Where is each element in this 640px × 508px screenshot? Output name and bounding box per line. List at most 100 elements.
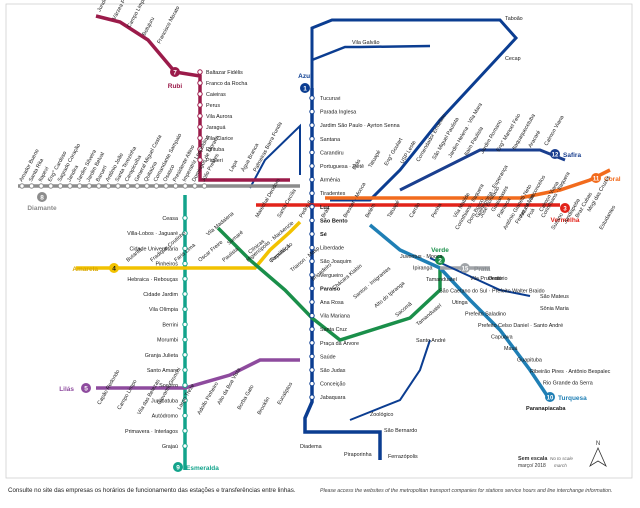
station-dot-barueri [96,183,102,189]
station-dot-carapicuiba [124,183,131,189]
station-label-sonia-maria: Sônia Maria [540,306,569,312]
svg-text:3: 3 [563,207,567,213]
station-dot-julio-prestes [201,183,208,189]
station-dot-baltazar-fidelis [197,69,203,75]
station-label-piraporinha: Piraporinha [344,452,372,458]
station-dot-tiradentes [309,190,315,196]
line-12-safira-track [310,18,519,202]
station-label-parada-inglesa: Parada Inglesa [320,110,356,116]
station-dot-sao-judas [309,367,315,373]
station-label-ferrazopolis: Ferrazópolis [388,454,418,460]
station-label-poa: Poá [527,208,537,219]
svg-text:11: 11 [593,177,600,183]
station-label-jaragua: Jaraguá [206,125,225,131]
svg-text:2: 2 [438,258,442,265]
station-dot-luz [309,204,315,210]
station-dot-grajau [182,443,188,449]
station-dot-domingos-de-moraes [192,183,198,189]
scale-legend: Sem escala No to scale março/ 2018 march [518,456,573,469]
station-dot-vila-clarice [197,135,203,141]
north-arrow: N [589,441,607,468]
svg-text:12: 12 [552,153,559,159]
corridor-north-west [249,123,301,189]
station-dot-primavera-interlagos [182,428,188,434]
station-dot-cidade-universitaria [182,245,188,252]
station-dot-sagrado-coracao [57,183,64,189]
station-label-rio-grande-da-serra: Rio Grande da Serra [543,381,593,387]
station-label-diadema: Diadema [300,444,322,450]
svg-text:março/ 2018: março/ 2018 [518,463,546,469]
station-dot-vila-mariana [309,312,315,319]
station-dot-antonio-joao [105,183,112,189]
svg-text:Azul: Azul [298,73,312,80]
station-label-perus: Perus [206,103,220,109]
station-dot-jardim-belval [86,183,92,189]
svg-text:10: 10 [547,396,554,402]
station-label-jabaquara: Jabaquara [320,395,345,401]
station-label-cidade-universitaria: Cidade Universitária [129,246,178,252]
station-label-pirituba: Pirituba [206,147,224,153]
station-dot-vergueiro [309,272,315,278]
station-label-oratorio: Oratório [488,276,507,282]
station-dot-general-miguel-costa [134,183,140,189]
station-dot-imperatriz-leopoldina [182,183,188,189]
station-dot-jardim-silveira [76,183,83,189]
svg-text:Coral: Coral [604,176,621,183]
svg-text:5: 5 [84,386,88,393]
station-label-bras: Brás [352,158,363,171]
svg-text:Diamante: Diamante [27,205,57,212]
station-label-franco-da-rocha: Franco da Rocha [206,81,247,87]
station-label-paranapiacaba: Paranapiacaba [526,406,566,412]
station-dot-jandira [67,183,73,189]
line-1-azul-track [303,88,382,460]
station-label-ipiranga: Ipiranga [413,266,432,272]
station-label-jurubatuba: Jurubatuba [151,398,178,404]
line-7-rubi-track [95,14,290,182]
svg-text:15: 15 [462,267,469,273]
station-dot-santa-terezinha [115,183,121,189]
badge-line-1-azul: 1 Azul [298,73,312,93]
svg-text:Vermelha: Vermelha [551,217,580,224]
station-label-praca-da-arvore: Praça da Árvore [320,340,359,347]
station-dot-sao-bento [309,217,315,224]
station-label-grajau: Grajaú [162,444,178,450]
station-label-vila-mariana: Vila Mariana [320,314,350,320]
footer-note-pt: Consulte no site das empresas os horário… [8,487,296,494]
badge-line-5-lilas: 5 Lilás [59,383,91,393]
station-dot-autodromo [182,412,188,419]
station-label-liberdade: Liberdade [320,246,344,252]
station-dot-santa-rita [28,183,35,189]
station-label-morumbi: Morumbi [157,338,178,344]
station-dot-berrini [182,321,188,328]
station-dot-franco-da-rocha [197,80,203,86]
station-label-santo-amaro: Santo Amaro [147,368,178,374]
station-dot-itapevi [38,183,44,189]
badge-line-15-prata: 15 Prata [460,263,491,273]
station-label-lapa: Lapa [228,160,239,173]
station-label-socorro: Socorro [159,383,178,389]
station-dot-vila-olimpia [182,306,188,312]
station-dot-jabaquara [309,394,315,400]
station-dot-morumbi [182,336,188,343]
badge-line-2-verde: 2 Verde [431,247,449,265]
svg-text:Prata: Prata [474,266,491,273]
station-label-capuava: Capuava [491,335,513,341]
badge-line-4-amarela: 4 Amarela [72,263,119,273]
station-label-armenia: Armênia [320,178,340,184]
station-label-ana-rosa: Ana Rosa [320,300,344,306]
station-label-se: Sé [320,232,327,238]
station-dot-presidente-altino [172,183,179,189]
station-label-cecap: Cecap [505,56,521,62]
station-dot-portuguesa-tiete [309,163,315,169]
station-label-saude: Saúde [320,354,336,360]
line-5-lilas-track [96,358,300,390]
station-label-autodromo: Autódromo [152,414,178,420]
station-label-sao-mateus: São Mateus [540,294,569,300]
station-label-berrini: Berrini [162,322,178,328]
station-dot-liberdade [309,244,315,251]
station-label-maua: Mauá [504,346,518,352]
badge-line-12-safira: 12 Safira [550,149,581,159]
station-dot-quitauna [144,183,150,189]
station-label-santa-cruz: Santa Cruz [320,327,347,333]
